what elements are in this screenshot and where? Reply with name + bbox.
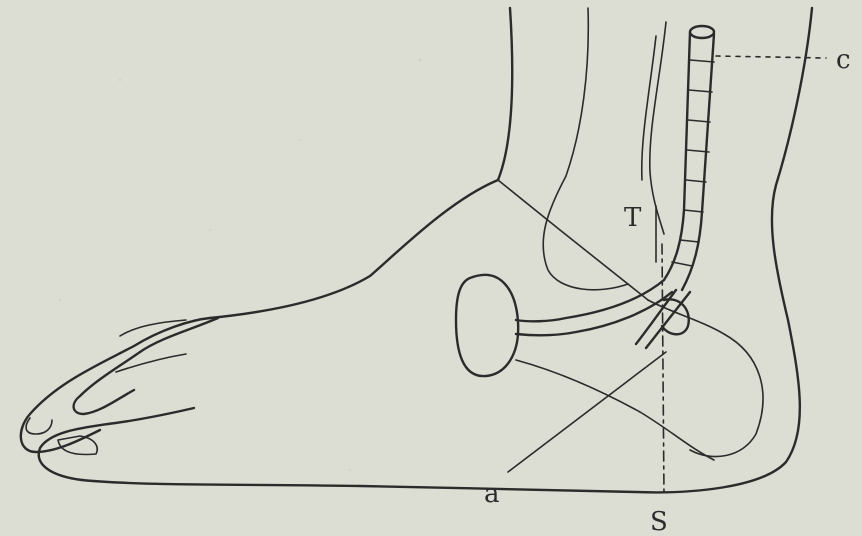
tendon-branch-forward	[516, 280, 664, 321]
tendon-tube-end	[690, 26, 714, 38]
toes-bottom-outline	[39, 408, 194, 480]
paper-texture	[59, 59, 781, 481]
a-axis-line	[508, 352, 666, 472]
big-toe-nail	[26, 418, 52, 434]
tendon-tube-hatching	[672, 60, 714, 266]
label-a: a	[484, 479, 500, 509]
leg-front-outline	[498, 8, 512, 180]
tibia-line	[543, 8, 628, 290]
navicular-bone	[456, 275, 518, 376]
talus-oblique-line	[498, 180, 648, 300]
label-T: T	[624, 203, 642, 233]
fibula-line	[650, 22, 666, 234]
c-leader-line	[716, 56, 826, 58]
label-S: S	[650, 507, 668, 536]
leg-back-outline	[82, 8, 812, 492]
calcaneus-bone	[516, 360, 714, 460]
toe-crease	[116, 354, 186, 372]
label-c: c	[836, 45, 851, 75]
tendon-tube	[664, 32, 690, 280]
big-toe-outline	[21, 318, 210, 452]
foot-dorsum-outline	[210, 180, 498, 318]
